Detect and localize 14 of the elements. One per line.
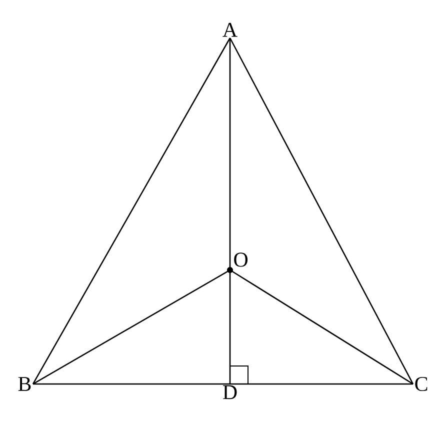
- line-segment: [229, 38, 414, 384]
- labeled-point: C: [415, 376, 428, 392]
- line-segment: [230, 269, 414, 385]
- line-segment: [32, 38, 231, 384]
- node-label: O: [234, 252, 248, 267]
- line-segment: [32, 269, 230, 385]
- line-segment: [229, 38, 231, 270]
- line-segment: [229, 270, 231, 384]
- line-segment: [33, 383, 230, 385]
- labeled-point: A: [222, 22, 238, 37]
- line-segment: [230, 383, 413, 385]
- labeled-point: D: [223, 385, 237, 400]
- labeled-point: O: [227, 252, 248, 273]
- labeled-point: B: [18, 377, 31, 391]
